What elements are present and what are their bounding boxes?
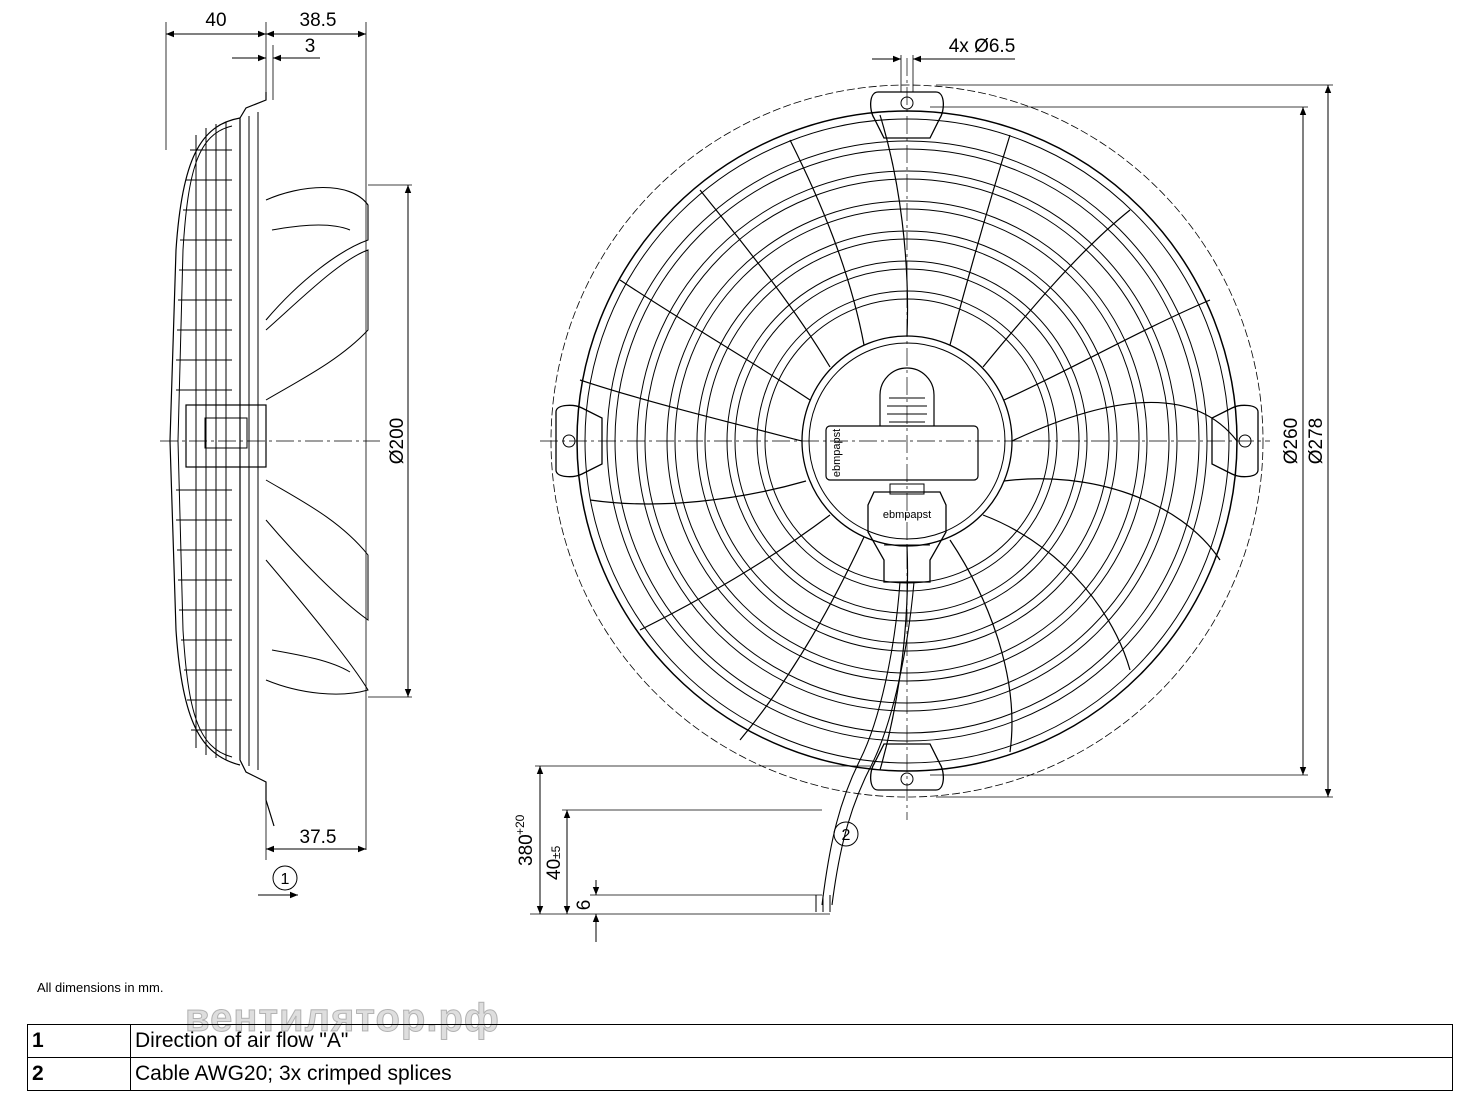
legend-number: 1 <box>27 1024 131 1058</box>
dim-cable-strip: 40 ±5 <box>544 845 565 880</box>
svg-text:40: 40 <box>544 859 565 880</box>
airflow-marker-label: 1 <box>281 871 290 888</box>
legend-row: 2 Cable AWG20; 3x crimped splices <box>27 1057 1453 1091</box>
svg-text:380: 380 <box>516 834 537 866</box>
legend-table: 1 Direction of air flow "A" 2 Cable AWG2… <box>27 1024 1453 1091</box>
dim-d260: Ø260 <box>1281 418 1302 464</box>
side-view <box>160 22 412 860</box>
hub-brand-label: ebmpapst <box>831 429 843 477</box>
dim-side-top-small: 3 <box>305 36 316 57</box>
dimensions-note: All dimensions in mm. <box>37 980 164 995</box>
dim-side-diameter: Ø200 <box>387 418 408 464</box>
dim-cable-end: 6 <box>574 900 595 911</box>
dim-side-bottom: 37.5 <box>300 827 337 848</box>
dim-side-top-left: 40 <box>205 10 226 31</box>
cable-marker-label: 2 <box>842 827 851 844</box>
legend-row: 1 Direction of air flow "A" <box>27 1024 1453 1058</box>
dim-holes: 4x Ø6.5 <box>949 36 1016 57</box>
front-view <box>530 55 1333 942</box>
svg-text:±5: ±5 <box>549 845 563 859</box>
technical-drawing: 40 38.5 3 37.5 Ø200 1 <box>160 10 1333 942</box>
airflow-marker <box>258 865 298 899</box>
svg-text:+20: +20 <box>513 814 527 835</box>
dim-cable-length: 380 +20 <box>513 814 537 866</box>
legend-description: Cable AWG20; 3x crimped splices <box>130 1057 1453 1091</box>
connector-brand-label: ebmpapst <box>883 509 931 521</box>
dim-side-top-right: 38.5 <box>300 10 337 31</box>
legend-number: 2 <box>27 1057 131 1091</box>
legend-description: Direction of air flow "A" <box>130 1024 1453 1058</box>
dim-d278: Ø278 <box>1306 418 1327 464</box>
